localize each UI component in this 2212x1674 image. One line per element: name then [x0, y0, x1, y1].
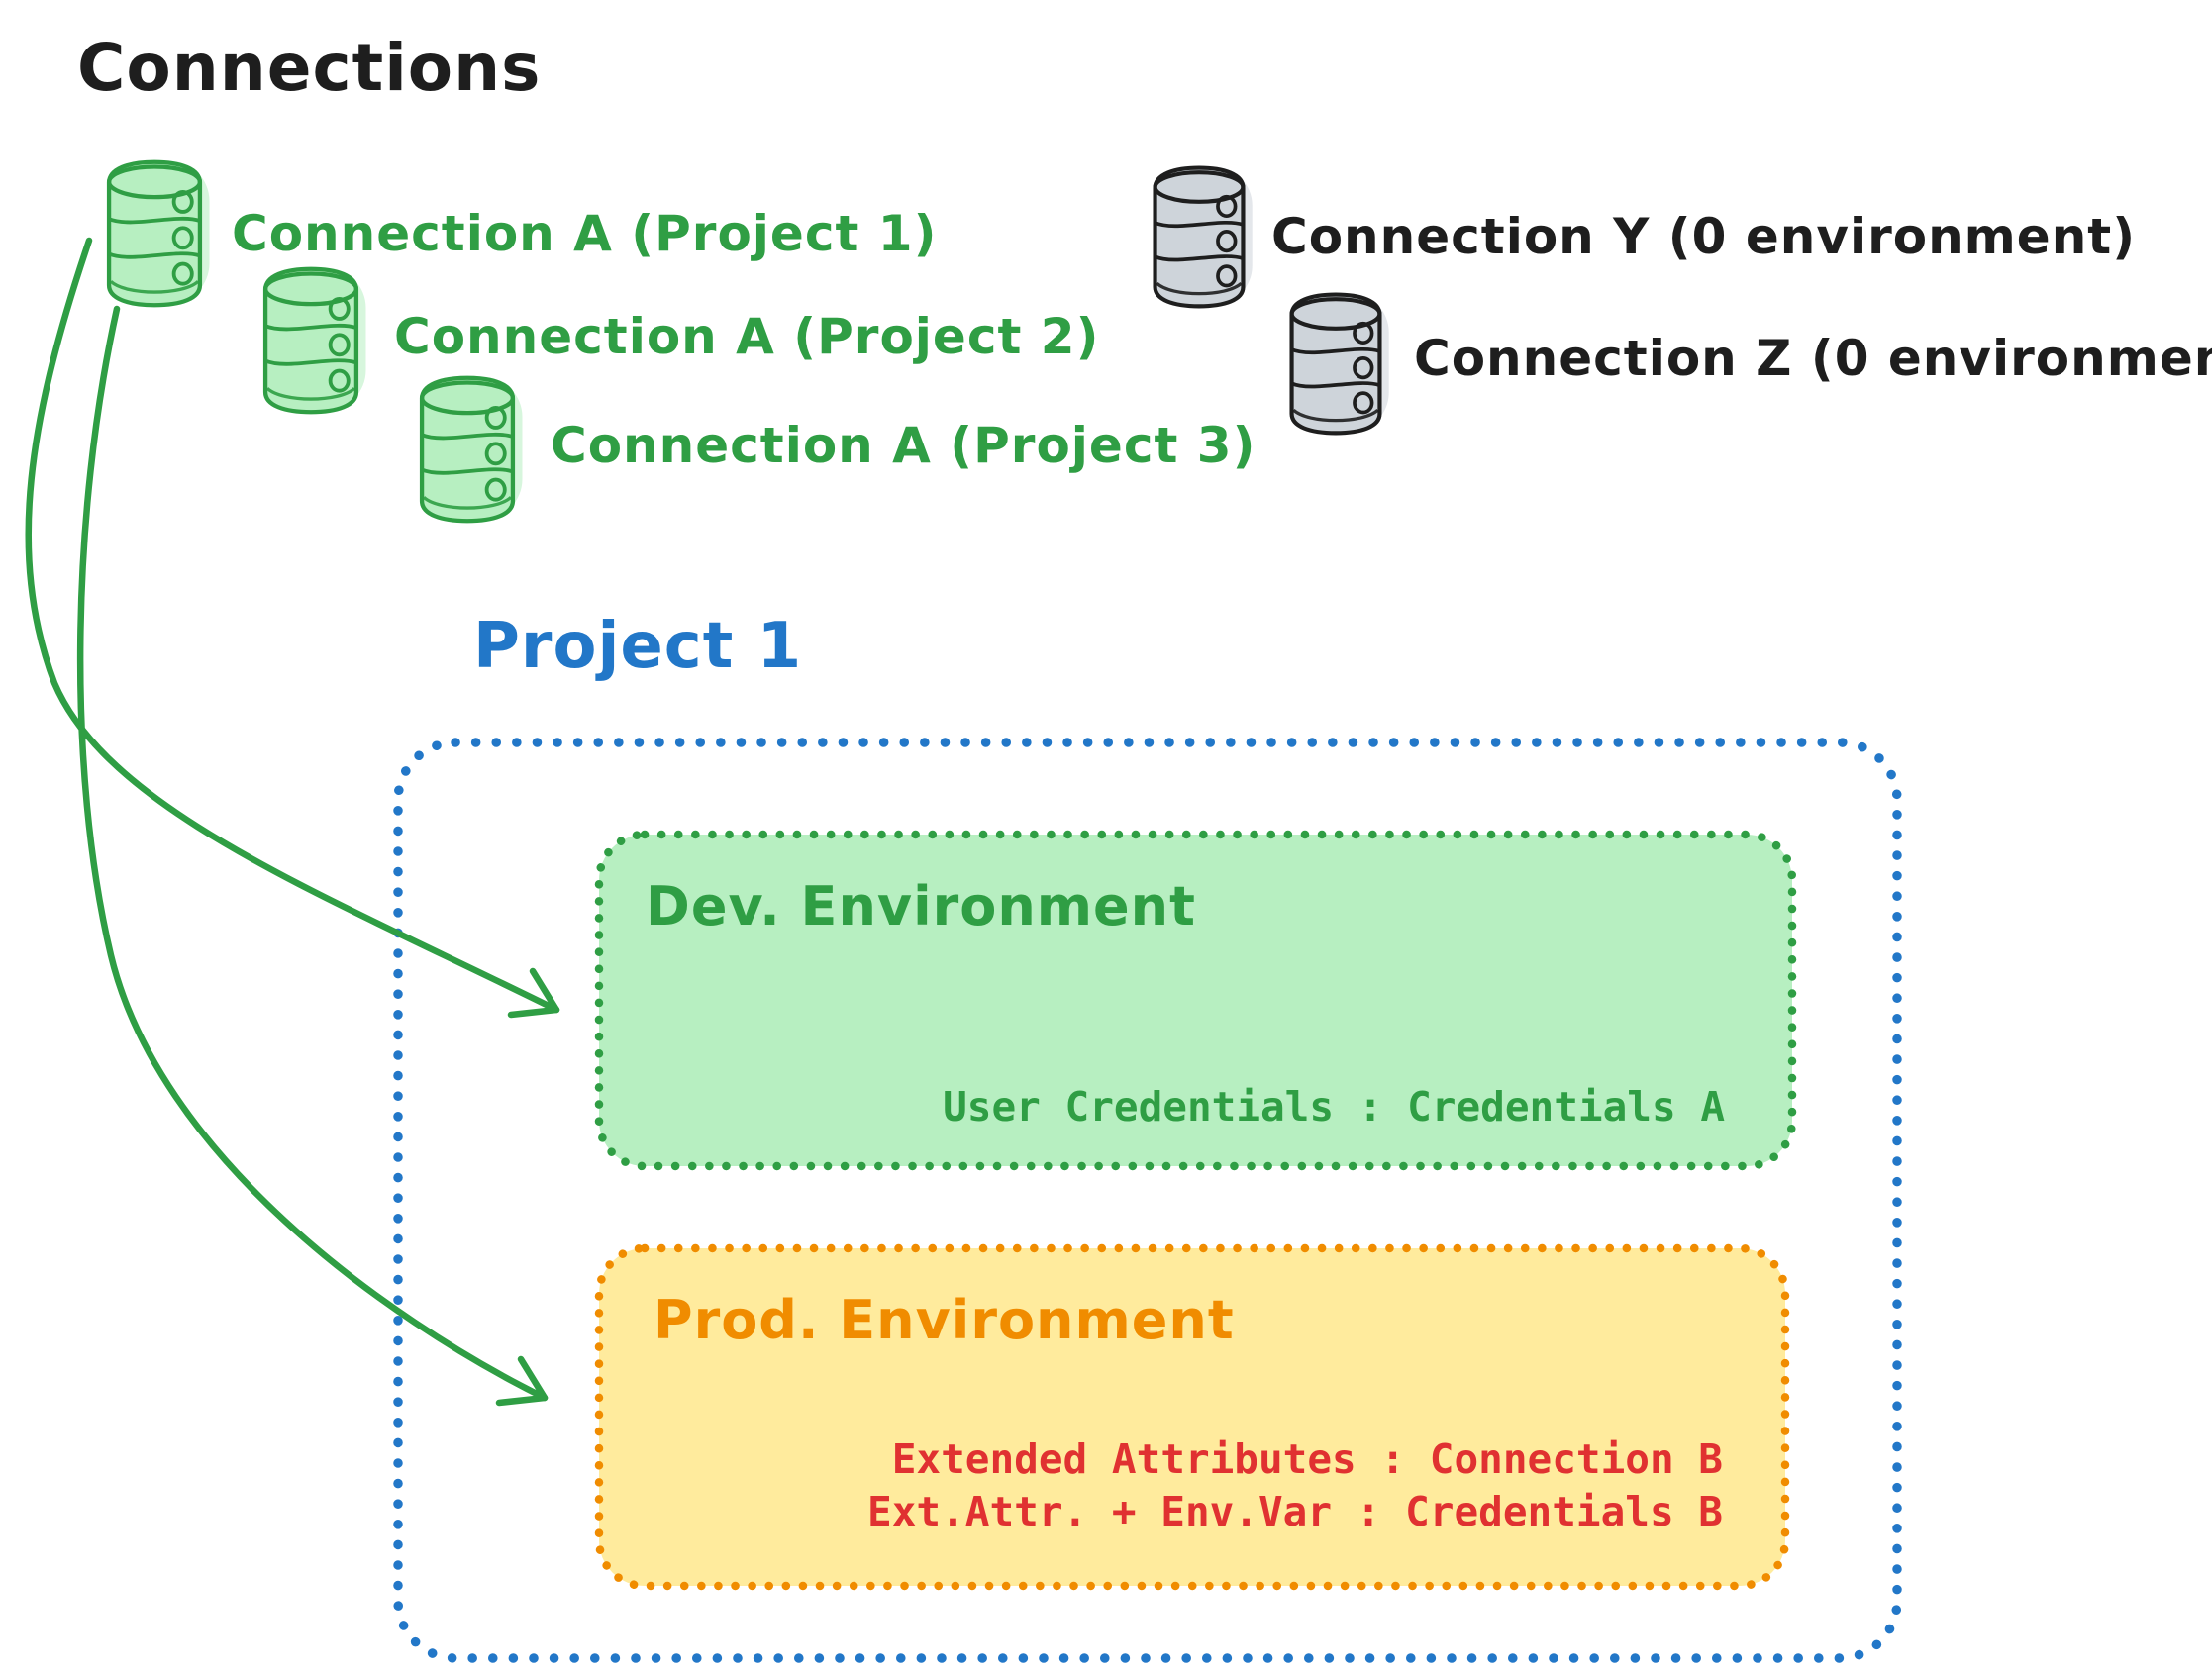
- connection-label: Connection A (Project 1): [232, 205, 938, 262]
- prod-mapping-line: Extended Attributes : Connection B: [891, 1435, 1723, 1483]
- database-icon: [253, 263, 368, 417]
- page-title: Connections: [77, 30, 542, 106]
- database-icon: [410, 372, 525, 526]
- dev-environment-name: Dev. Environment: [646, 875, 1196, 937]
- prod-credentials-mappings: Extended Attributes : Connection B Ext.A…: [867, 1433, 1723, 1539]
- database-icon: [1142, 162, 1257, 311]
- database-icon: [1278, 289, 1393, 438]
- database-icon: [97, 156, 212, 310]
- dev-credentials-mapping: User Credentials : Credentials A: [943, 1083, 1725, 1131]
- prod-mapping-line: Ext.Attr. + Env.Var : Credentials B: [867, 1488, 1723, 1536]
- connection-label: Connection A (Project 2): [394, 308, 1100, 365]
- project-title: Project 1: [473, 610, 803, 683]
- connection-label: Connection Y (0 environment): [1271, 208, 2137, 265]
- connection-label: Connection A (Project 3): [551, 417, 1257, 474]
- connection-label: Connection Z (0 environment): [1414, 330, 2212, 387]
- prod-environment-name: Prod. Environment: [654, 1289, 1235, 1351]
